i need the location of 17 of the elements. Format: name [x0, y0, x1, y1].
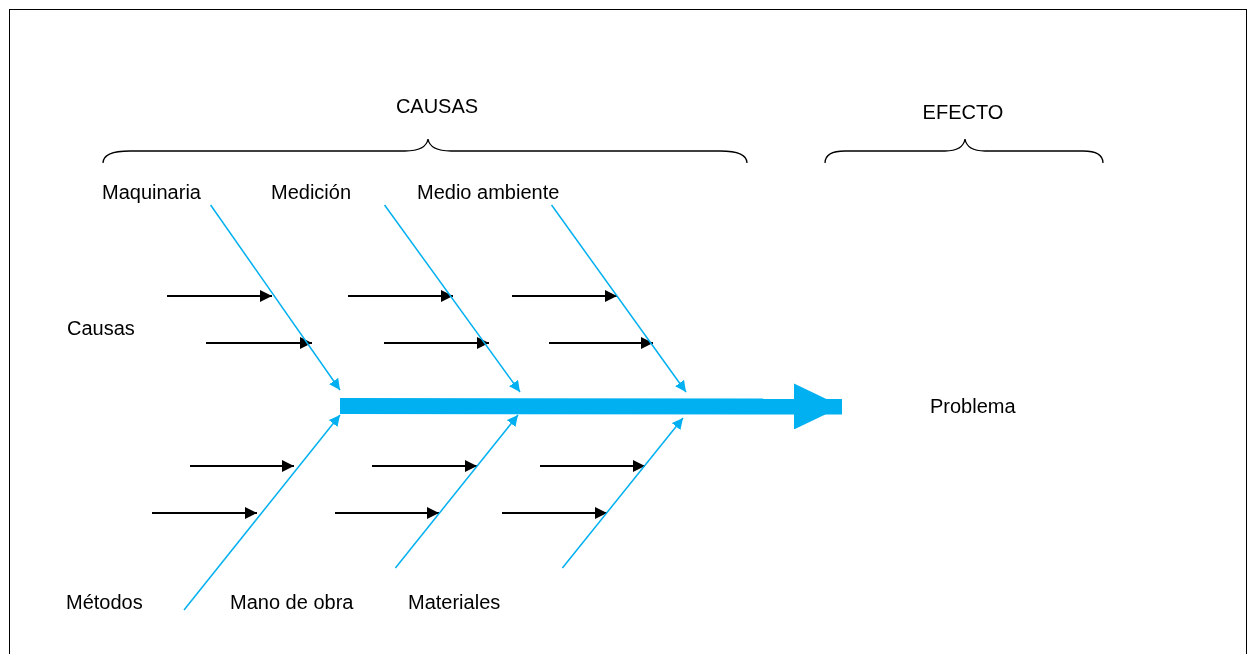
bone-arrow: [209, 204, 341, 391]
bone-arrow: [183, 414, 341, 611]
category-label: Mano de obra: [230, 590, 354, 615]
bone-arrow: [550, 204, 687, 393]
category-label: Materiales: [408, 590, 501, 615]
bone-arrow: [394, 414, 519, 569]
heading-label: EFECTO: [922, 100, 1004, 125]
bone-arrow: [561, 417, 684, 569]
bone-arrow: [383, 204, 521, 393]
heading-label: Causas: [67, 316, 135, 341]
category-label: Métodos: [66, 590, 143, 615]
category-label: Medición: [271, 180, 352, 205]
category-label: Medio ambiente: [417, 180, 560, 205]
category-label: Problema: [930, 394, 1016, 419]
category-label: Maquinaria: [102, 180, 201, 205]
heading-label: CAUSAS: [395, 94, 479, 119]
spine-arrow: [340, 383, 842, 430]
